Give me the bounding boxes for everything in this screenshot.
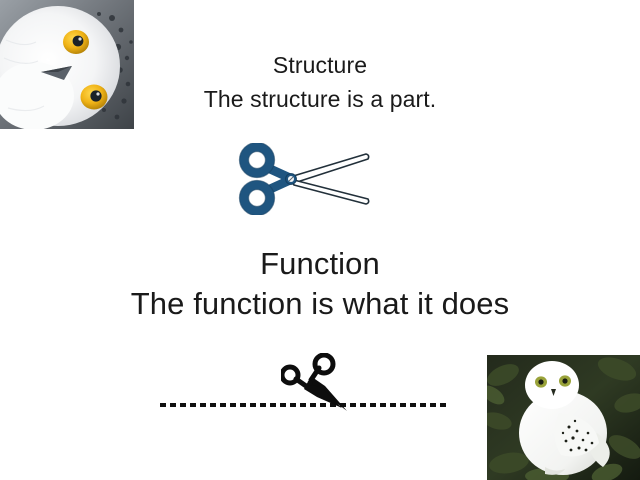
snowy-owl-perched-photo (487, 355, 640, 480)
structure-body-text: The structure is a part. (203, 86, 437, 112)
snowy-owl-face-photo (0, 0, 134, 129)
open-scissors-illustration (238, 141, 370, 217)
snowy-owl-face-graphic (0, 0, 134, 129)
dashed-cut-line (160, 403, 450, 407)
cut-here-scissors-graphic (279, 352, 347, 411)
snowy-owl-perched-graphic (487, 355, 640, 480)
open-scissors-graphic (238, 141, 370, 217)
function-body-text: The function is what it does (130, 286, 510, 321)
structure-heading: Structure (272, 52, 368, 78)
function-heading: Function (260, 246, 380, 281)
cut-here-scissors-icon (279, 352, 353, 415)
